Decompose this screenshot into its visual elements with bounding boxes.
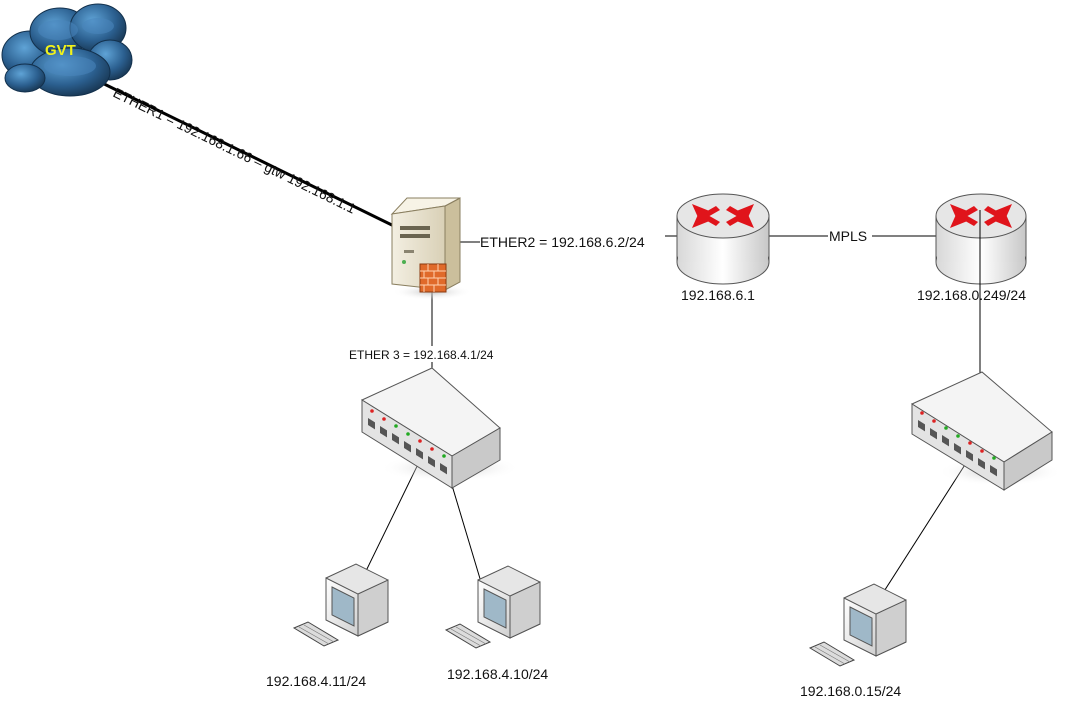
- computer-icon: [477, 565, 541, 639]
- ether2-label: ETHER2 = 192.168.6.2/24: [480, 234, 645, 250]
- switch-icon: [910, 371, 1062, 491]
- router-icon: [676, 193, 770, 285]
- firewall-icon: [419, 263, 447, 293]
- cloud-label: GVT: [45, 42, 76, 59]
- router-icon: [935, 193, 1027, 285]
- ether1-label: ETHER1 = 192.168.1.66 – gtw 192.168.1.1: [111, 84, 359, 216]
- link-ether1: [91, 76, 399, 230]
- connections: [91, 76, 981, 633]
- router1-label: 192.168.6.1: [681, 287, 755, 303]
- pc2-label: 192.168.4.10/24: [447, 666, 548, 682]
- cloud-icon: [1, 3, 133, 97]
- router2-label: 192.168.0.249/24: [917, 287, 1026, 303]
- keyboard-icon: [808, 641, 856, 667]
- server-icon: [390, 197, 472, 300]
- pc3-label: 192.168.0.15/24: [800, 683, 901, 699]
- keyboard-icon: [292, 621, 340, 647]
- ether3-label: ETHER 3 = 192.168.4.1/24: [349, 348, 494, 362]
- computer-icon: [325, 563, 389, 637]
- mpls-label: MPLS: [829, 228, 867, 244]
- switch-icon: [360, 367, 520, 489]
- keyboard-icon: [444, 623, 492, 649]
- pc1-label: 192.168.4.11/24: [266, 673, 366, 689]
- computer-icon: [843, 583, 907, 657]
